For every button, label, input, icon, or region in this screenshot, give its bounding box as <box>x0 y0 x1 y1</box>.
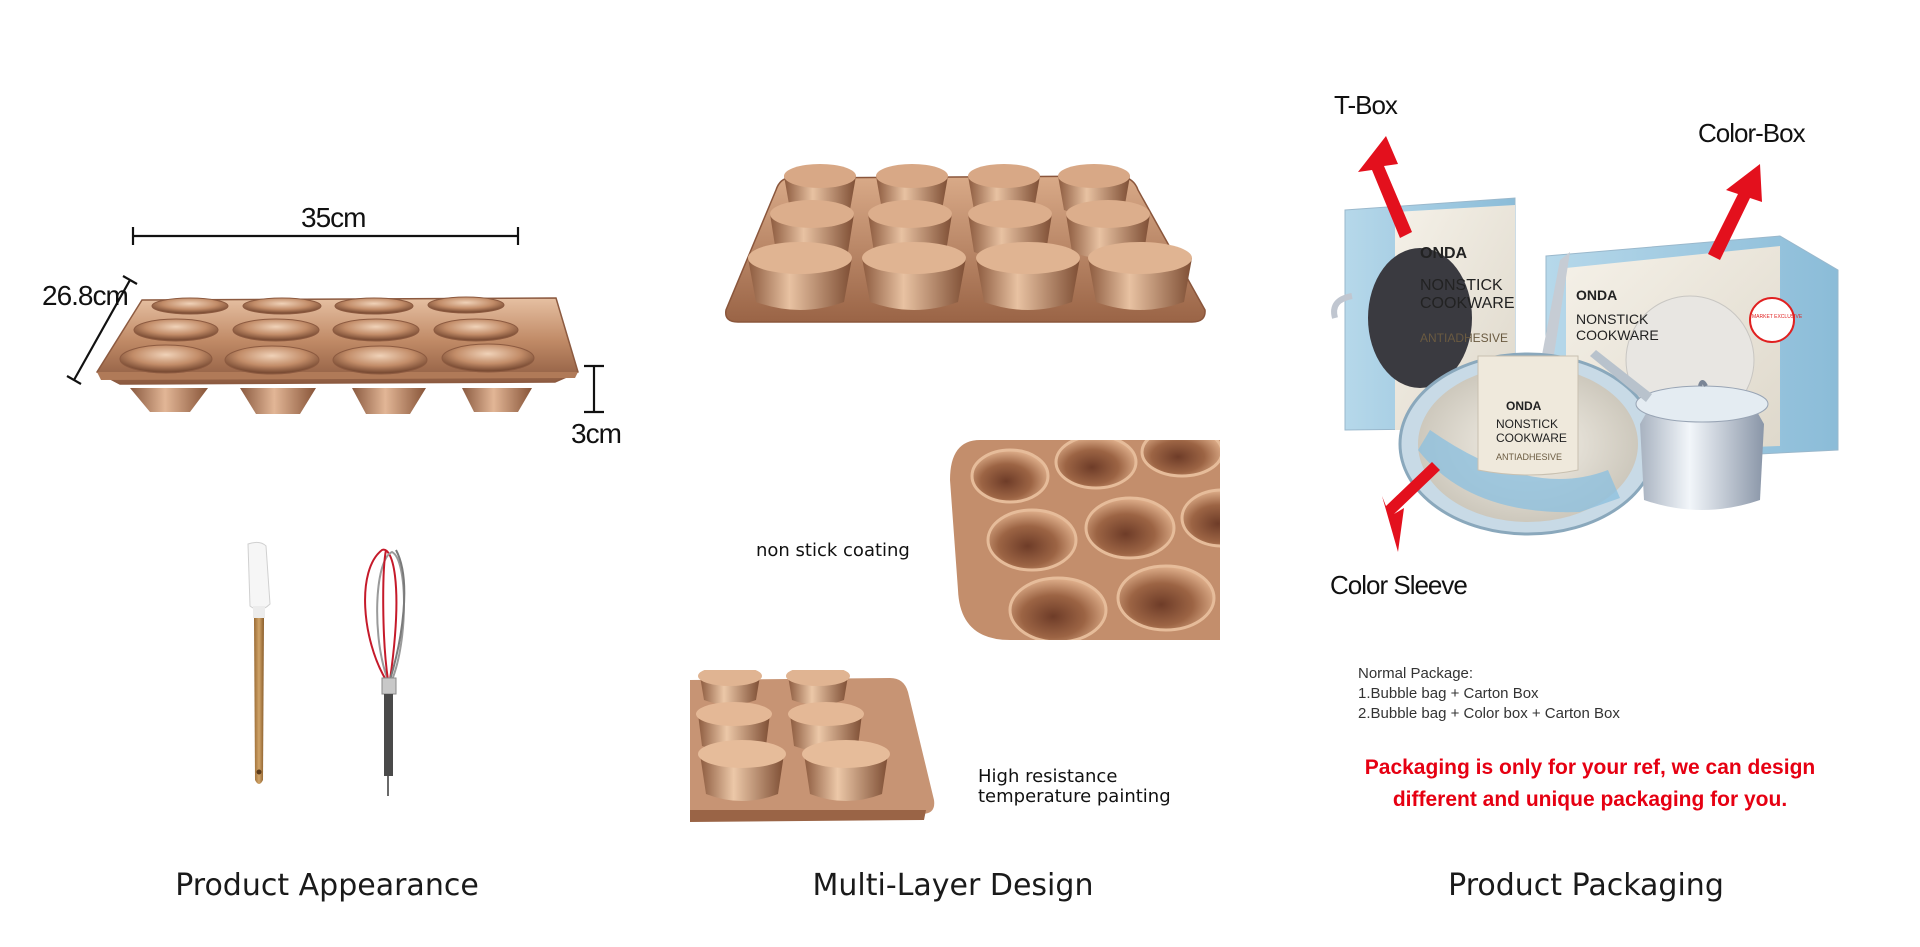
painting-label-line2: temperature painting <box>978 786 1171 807</box>
height-dimension-label: 3cm <box>571 418 622 449</box>
painting-closeup-image <box>690 670 935 822</box>
tbox-label: T-Box <box>1334 90 1398 120</box>
appearance-title: Product Appearance <box>175 868 479 903</box>
sleeve-antiadhesive-text: ANTIADHESIVE <box>1496 452 1562 462</box>
colorbox-brand-text: ONDA <box>1576 287 1617 303</box>
sleeve-cookware-text: COOKWARE <box>1496 431 1567 445</box>
tbox-antiadhesive-text: ANTIADHESIVE <box>1420 331 1508 345</box>
tbox-cookware-text: COOKWARE <box>1420 295 1515 312</box>
package-notes-line1: 1.Bubble bag + Carton Box <box>1358 685 1539 702</box>
custom-packaging-note: Packaging is only for your ref, we can d… <box>1330 752 1850 816</box>
painting-label-line1: High resistance <box>978 766 1118 787</box>
packaging-title: Product Packaging <box>1448 868 1724 903</box>
colorbox-cookware-text: COOKWARE <box>1576 327 1659 343</box>
colorbox-label: Color-Box <box>1698 118 1806 148</box>
package-notes-heading: Normal Package: <box>1358 665 1474 682</box>
sleeve-brand-text: ONDA <box>1506 399 1542 413</box>
custom-packaging-line1: Packaging is only for your ref, we can d… <box>1364 756 1816 779</box>
spatula-icon <box>247 541 271 784</box>
whisk-icon <box>364 548 406 796</box>
colorbox-arrow-icon <box>1708 164 1762 260</box>
colorbox-nonstick-text: NONSTICK <box>1576 311 1649 327</box>
tbox-arrow-icon <box>1358 136 1412 238</box>
nonstick-coating-closeup-image <box>950 440 1220 640</box>
package-notes-line2: 2.Bubble bag + Color box + Carton Box <box>1358 705 1620 722</box>
length-dimension-label: 35cm <box>301 202 366 233</box>
tbox-nonstick-text: NONSTICK <box>1420 277 1503 294</box>
market-exclusive-text: MARKET EXCLUSIVE <box>1752 314 1803 320</box>
sleeve-arrow-icon <box>1382 462 1440 552</box>
multilayer-title: Multi-Layer Design <box>812 868 1094 903</box>
tbox-brand-text: ONDA <box>1420 245 1468 262</box>
sleeve-nonstick-text: NONSTICK <box>1496 417 1558 431</box>
nonstick-coating-label: non stick coating <box>756 540 910 561</box>
package-notes: Normal Package: 1.Bubble bag + Carton Bo… <box>1358 664 1620 724</box>
custom-packaging-line2: different and unique packaging for you. <box>1392 788 1788 811</box>
colorsleeve-label: Color Sleeve <box>1330 570 1468 600</box>
width-dimension-label: 26.8cm <box>42 280 129 311</box>
